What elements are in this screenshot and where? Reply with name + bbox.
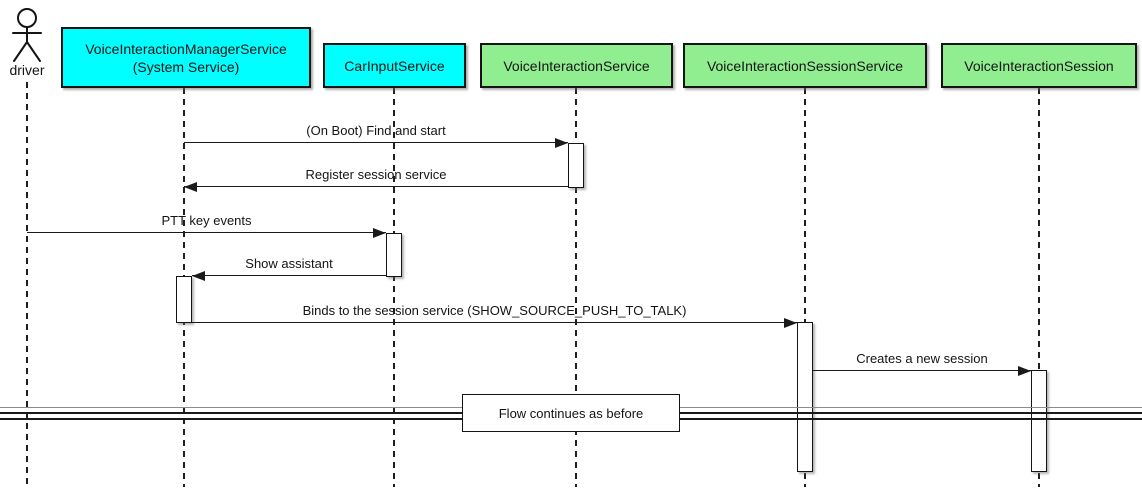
participant-voiceinteractionservice: VoiceInteractionService	[480, 43, 673, 88]
participant-carinputservice: CarInputService	[323, 43, 466, 88]
participant-label: VoiceInteractionManagerService	[85, 40, 287, 57]
participant-label: CarInputService	[344, 57, 445, 74]
message-register-session-service: Register session service	[184, 165, 568, 192]
activation-voiceinteractionsession	[1031, 370, 1047, 472]
lifeline-driver	[26, 82, 28, 487]
activation-voiceinteractionmanagerservice	[176, 276, 192, 323]
message-ptt-key-events: PTT key events	[27, 211, 386, 238]
message-arrow-line	[27, 232, 386, 233]
participant-voiceinteractionmanagerservice: VoiceInteractionManagerService (System S…	[61, 27, 311, 88]
actor-label: driver	[9, 62, 45, 78]
message-label: Creates a new session	[856, 351, 988, 366]
message-arrow-line	[192, 322, 797, 323]
message-label: PTT key events	[161, 213, 252, 228]
message-binds-to-session-service: Binds to the session service (SHOW_SOURC…	[192, 301, 797, 328]
arrowhead-right-icon	[555, 138, 568, 148]
message-arrow-line	[184, 186, 568, 187]
lifeline-carinputservice	[393, 88, 395, 487]
arrowhead-right-icon	[373, 228, 386, 238]
arrowhead-left-icon	[184, 182, 197, 192]
participant-label: VoiceInteractionSession	[964, 57, 1114, 74]
divider-label-box: Flow continues as before	[462, 394, 680, 432]
message-label: (On Boot) Find and start	[306, 123, 446, 138]
participant-sublabel: (System Service)	[132, 58, 240, 75]
activation-carinputservice	[386, 233, 402, 277]
message-label: Binds to the session service (SHOW_SOURC…	[302, 303, 687, 318]
lifeline-voiceinteractionsessionservice	[804, 88, 806, 487]
arrowhead-right-icon	[784, 318, 797, 328]
message-label: Show assistant	[245, 256, 333, 271]
participant-label: VoiceInteractionSessionService	[706, 57, 904, 74]
lifeline-voiceinteractionservice	[575, 88, 577, 487]
message-label: Register session service	[305, 167, 447, 182]
participant-voiceinteractionsessionservice: VoiceInteractionSessionService	[683, 43, 927, 88]
activation-voiceinteractionsessionservice	[797, 322, 813, 472]
message-arrow-line	[184, 142, 568, 143]
participant-voiceinteractionsession: VoiceInteractionSession	[941, 43, 1137, 88]
activation-voiceinteractionservice	[568, 143, 584, 188]
message-creates-a-new-session: Creates a new session	[813, 349, 1031, 376]
actor-icon	[12, 8, 42, 62]
message-arrow-line	[192, 275, 386, 276]
lifeline-voiceinteractionsession	[1038, 88, 1040, 487]
message-arrow-line	[813, 370, 1031, 371]
arrowhead-right-icon	[1018, 366, 1031, 376]
arrowhead-left-icon	[192, 271, 205, 281]
participant-label: VoiceInteractionService	[503, 57, 650, 74]
message-on-boot-find-and-start: (On Boot) Find and start	[184, 121, 568, 148]
divider-label-text: Flow continues as before	[498, 405, 644, 421]
message-show-assistant: Show assistant	[192, 254, 386, 281]
